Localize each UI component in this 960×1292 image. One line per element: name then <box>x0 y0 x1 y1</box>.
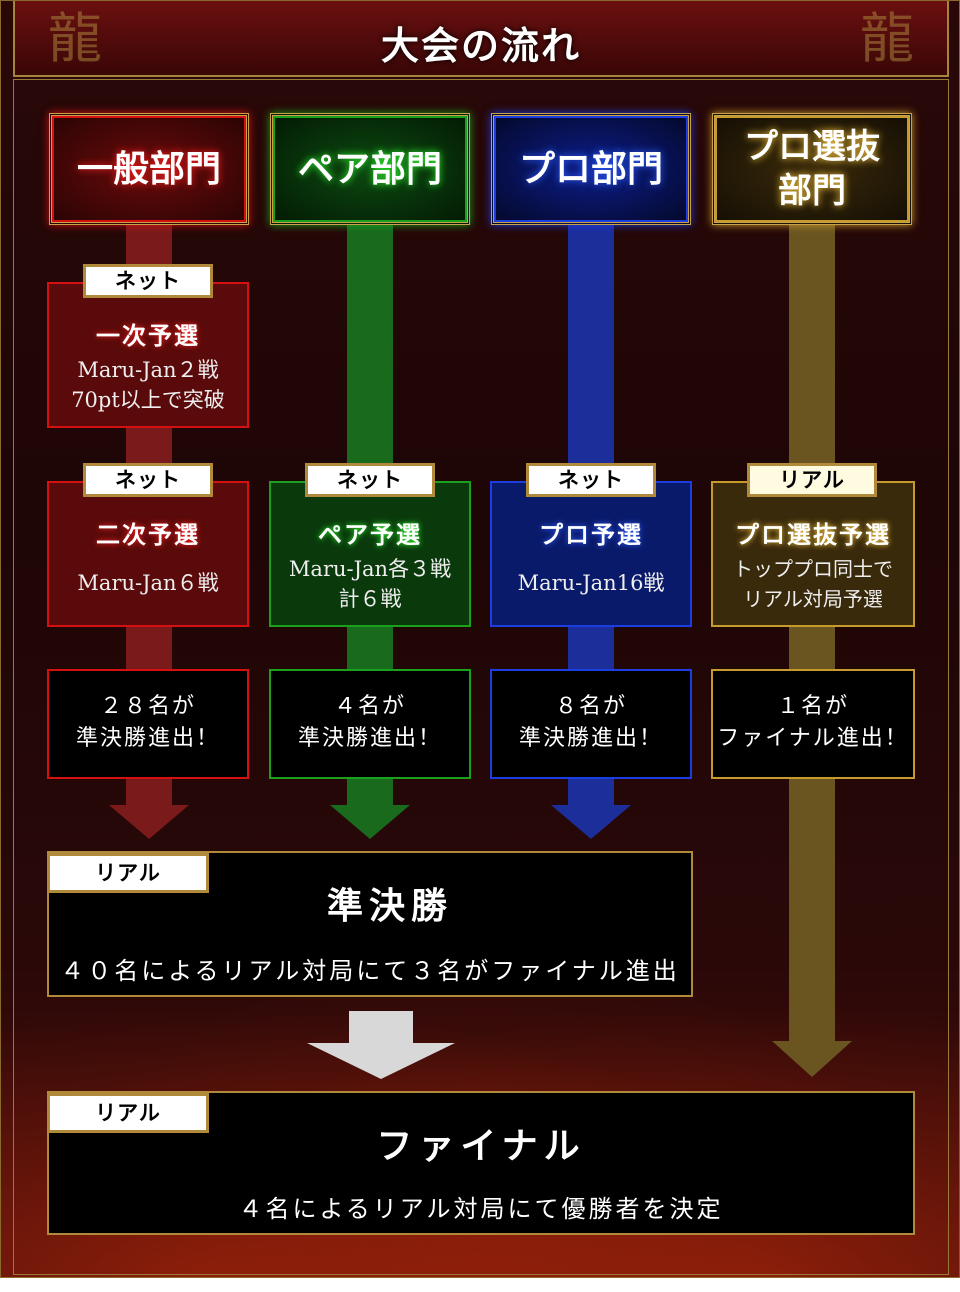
arrow-shaft-final <box>349 1011 413 1045</box>
second-preliminary-desc: Maru-Jan６戦 <box>77 571 219 595</box>
arrow-head-pair <box>330 805 410 839</box>
pair-preliminary-title: ペア予選 <box>318 520 422 549</box>
header-banner <box>13 1 949 77</box>
arrow-shaft-select <box>789 225 835 1043</box>
category-general: 一般部門 <box>49 113 249 225</box>
category-pair-label: ペア部門 <box>297 148 442 190</box>
arrow-head-general <box>109 805 189 839</box>
semifinal-title: 準決勝 <box>326 885 453 927</box>
result-pair: ４名が 準決勝進出！ <box>269 669 471 779</box>
pair-preliminary-tag: ネット <box>305 463 435 497</box>
select-preliminary-tag: リアル <box>747 463 877 497</box>
category-pro-label: プロ部門 <box>518 148 663 190</box>
select-preliminary-title: プロ選抜予選 <box>735 520 891 549</box>
inner-border <box>13 79 949 1275</box>
result-select: １名が ファイナル進出！ <box>711 669 915 779</box>
dragon-left-icon: 龍 <box>48 7 102 70</box>
pro-preliminary-tag: ネット <box>526 463 656 497</box>
select-preliminary-desc: トッププロ同士で リアル対局予選 <box>733 557 893 611</box>
page-title: 大会の流れ <box>380 23 581 68</box>
first-preliminary-tag: ネット <box>83 264 213 298</box>
first-preliminary-desc: Maru-Jan２戦 70pt以上で突破 <box>71 358 225 412</box>
category-select-label: プロ選抜 部門 <box>744 127 880 211</box>
second-preliminary-title: 二次予選 <box>96 520 200 549</box>
category-select: プロ選抜 部門 <box>712 113 912 225</box>
category-pro: プロ部門 <box>491 113 691 225</box>
result-general: ２８名が 準決勝進出！ <box>47 669 249 779</box>
result-pro: ８名が 準決勝進出！ <box>490 669 692 779</box>
arrow-head-select <box>772 1041 852 1077</box>
arrow-head-final <box>307 1043 455 1079</box>
dragon-right-icon: 龍 <box>860 7 914 70</box>
category-general-label: 一般部門 <box>76 148 221 190</box>
final-tag: リアル <box>47 1093 209 1133</box>
final-title: ファイナル <box>376 1125 586 1167</box>
pro-preliminary-box: プロ予選 Maru-Jan16戦 <box>490 481 692 627</box>
select-preliminary-box: プロ選抜予選 トッププロ同士で リアル対局予選 <box>711 481 915 627</box>
arrow-head-pro <box>551 805 631 839</box>
pair-preliminary-box: ペア予選 Maru-Jan各３戦 計６戦 <box>269 481 471 627</box>
second-preliminary-box: 二次予選 Maru-Jan６戦 <box>47 481 249 627</box>
pro-preliminary-title: プロ予選 <box>539 520 643 549</box>
first-preliminary-box: 一次予選 Maru-Jan２戦 70pt以上で突破 <box>47 282 249 428</box>
semifinal-tag: リアル <box>47 853 209 893</box>
pro-preliminary-desc: Maru-Jan16戦 <box>517 571 665 595</box>
second-preliminary-tag: ネット <box>83 463 213 497</box>
category-pair: ペア部門 <box>270 113 470 225</box>
semifinal-desc: ４０名によるリアル対局にて３名がファイナル進出 <box>60 957 680 985</box>
final-desc: ４名によるリアル対局にて優勝者を決定 <box>238 1195 724 1223</box>
pair-preliminary-desc: Maru-Jan各３戦 計６戦 <box>288 557 452 611</box>
first-preliminary-title: 一次予選 <box>96 321 200 350</box>
